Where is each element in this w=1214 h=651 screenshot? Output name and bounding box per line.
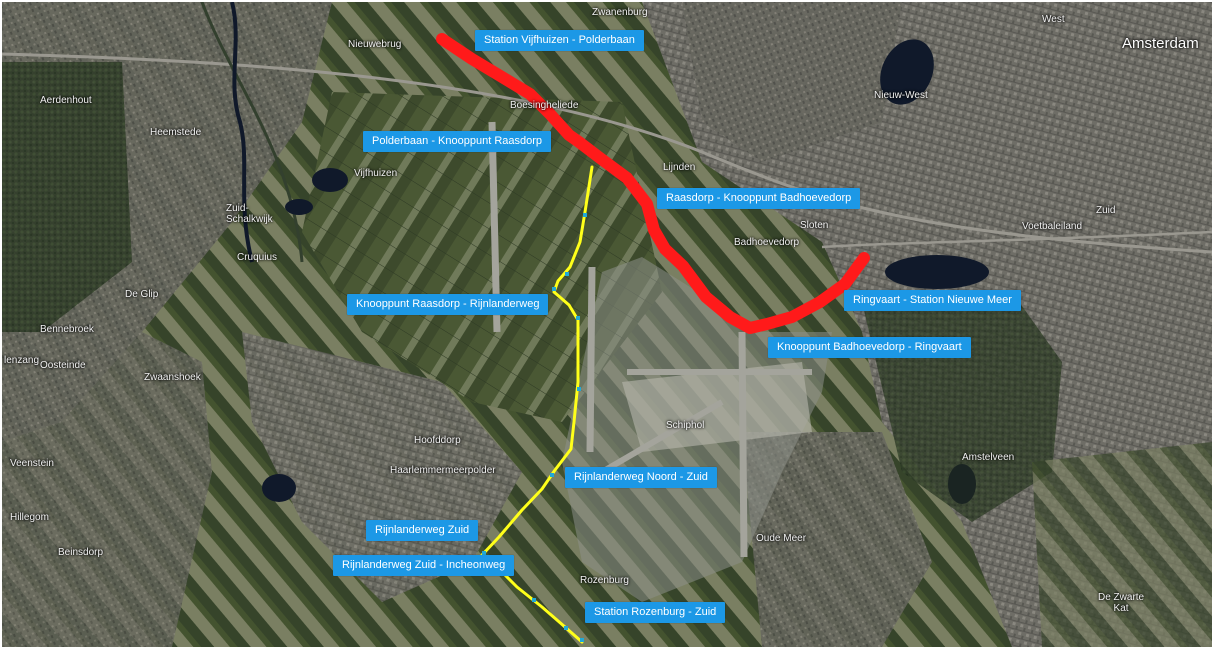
place-amstelveen: Amstelveen [962, 452, 1015, 463]
place-heemstede: Heemstede [150, 127, 202, 138]
place-lijnden: Lijnden [663, 162, 696, 173]
place-beinsdorp: Beinsdorp [58, 547, 104, 558]
place-west: West [1042, 14, 1065, 25]
place-boesingheliede: Boesingheliede [510, 100, 579, 111]
place-oosteinde: Oosteinde [40, 360, 86, 371]
label-rijnlanderweg-zuid-incheonweg[interactable]: Rijnlanderweg Zuid - Incheonweg [333, 555, 515, 576]
place-haarlemmermeerpolder: Haarlemmermeerpolder [390, 465, 496, 476]
route-marker-icon [482, 213, 587, 642]
label-knooppunt-badhoevedorp-ringvaart[interactable]: Knooppunt Badhoevedorp - Ringvaart [768, 337, 971, 358]
place-lenzang: lenzang [4, 355, 40, 366]
place-nieuw-west: Nieuw-West [874, 90, 928, 101]
label-polderbaan-knooppunt-raasdorp[interactable]: Polderbaan - Knooppunt Raasdorp [363, 131, 552, 152]
place-schiphol: Schiphol [666, 420, 705, 431]
label-knooppunt-raasdorp-rijnlanderweg[interactable]: Knooppunt Raasdorp - Rijnlanderweg [347, 294, 549, 315]
label-ringvaart-station-nieuwe-meer[interactable]: Ringvaart - Station Nieuwe Meer [844, 290, 1021, 311]
place-hoofddorp: Hoofddorp [414, 435, 461, 446]
place-nieuwebrug: Nieuwebrug [348, 39, 402, 50]
place-de-glip: De Glip [125, 289, 159, 300]
place-badhoevedorp: Badhoevedorp [734, 237, 800, 248]
place-cruquius: Cruquius [237, 252, 278, 263]
place-de-zwarte-kat: De Zwarte Kat [1098, 592, 1145, 614]
label-station-vijfhuizen-polderbaan[interactable]: Station Vijfhuizen - Polderbaan [475, 30, 644, 51]
place-amsterdam: Amsterdam [1122, 35, 1199, 52]
place-oude-meer: Oude Meer [756, 533, 807, 544]
place-sloten: Sloten [800, 220, 829, 231]
place-voetbaleiland: Voetbaleiland [1022, 221, 1083, 232]
place-zwaanshoek: Zwaanshoek [144, 372, 201, 383]
place-veenstein: Veenstein [10, 458, 54, 469]
place-zuid: Zuid [1096, 205, 1116, 216]
label-rijnlanderweg-noord-zuid[interactable]: Rijnlanderweg Noord - Zuid [565, 467, 717, 488]
place-vijfhuizen: Vijfhuizen [354, 168, 398, 179]
label-station-rozenburg-zuid[interactable]: Station Rozenburg - Zuid [585, 602, 726, 623]
place-rozenburg: Rozenburg [580, 575, 629, 586]
place-aerdenhout: Aerdenhout [40, 95, 92, 106]
place-hillegom: Hillegom [10, 512, 49, 523]
place-zwanenburg: Zwanenburg [592, 7, 648, 18]
place-zuid-schalkwijk: Zuid- Schalkwijk [226, 203, 273, 225]
place-bennebroek: Bennebroek [40, 324, 94, 335]
label-rijnlanderweg-zuid[interactable]: Rijnlanderweg Zuid [366, 520, 479, 541]
label-raasdorp-knooppunt-badhoevedorp[interactable]: Raasdorp - Knooppunt Badhoevedorp [657, 188, 861, 209]
